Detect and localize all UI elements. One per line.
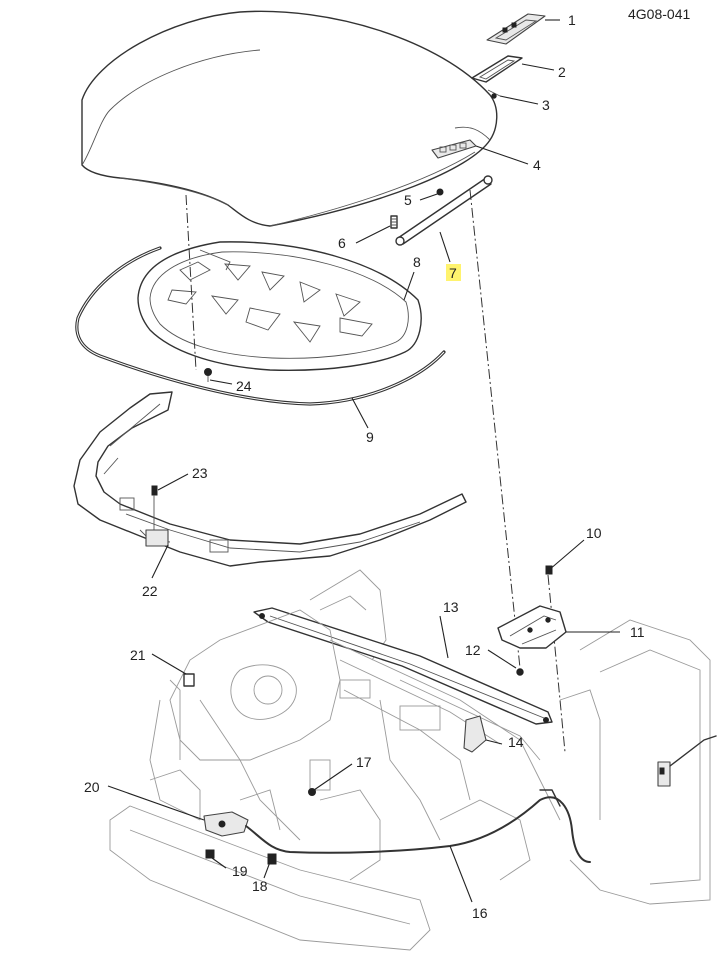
hood-panel [81, 10, 498, 227]
callout-11: 11 [630, 624, 645, 640]
callout-8: 8 [413, 254, 421, 270]
latch-bracket-14 [463, 715, 487, 753]
leader-lines [107, 19, 620, 903]
callout-12: 12 [465, 642, 481, 658]
hood-insulator [137, 241, 422, 371]
callout-23: 23 [192, 465, 208, 481]
callout-20: 20 [84, 779, 100, 795]
callout-1: 1 [568, 12, 576, 28]
callout-16: 16 [472, 905, 488, 921]
release-handle [657, 735, 717, 787]
callout-3: 3 [542, 97, 550, 113]
cable-clip-18 [267, 853, 277, 865]
alignment-lines [185, 189, 566, 753]
hinge-nut-12 [516, 668, 524, 676]
upper-radiator-support-cover [73, 391, 467, 567]
callout-24: 24 [236, 378, 252, 394]
callout-19: 19 [232, 863, 248, 879]
cable-clip-17 [308, 788, 316, 796]
diagram-id-label: 4G08-041 [628, 6, 690, 22]
hood-hinge [497, 605, 567, 649]
callout-6: 6 [338, 235, 346, 251]
callout-9: 9 [366, 429, 374, 445]
callout-10: 10 [586, 525, 602, 541]
callout-2: 2 [558, 64, 566, 80]
callout-4: 4 [533, 157, 541, 173]
callout-21: 21 [130, 647, 146, 663]
strut-bolt-6 [390, 215, 398, 229]
callout-5: 5 [404, 192, 412, 208]
vehicle-front-structure [109, 569, 711, 951]
hood-ornament-gasket-2 [471, 55, 523, 83]
bolt-21 [183, 673, 195, 687]
callout-7-highlight [446, 264, 461, 281]
callout-22: 22 [142, 583, 158, 599]
insulator-retainer-24 [204, 368, 212, 382]
callout-17: 17 [356, 754, 372, 770]
hood-ornament-1 [486, 13, 546, 45]
callout-7: 7 [449, 265, 457, 281]
callout-13: 13 [443, 599, 459, 615]
hood-latch [203, 811, 249, 837]
callout-labels: 1 2 3 4 5 6 7 8 9 10 11 12 13 14 16 17 1… [84, 12, 645, 921]
ornament-nut-3 [487, 89, 501, 99]
hood-release-cable [245, 789, 591, 863]
hood-strut [395, 175, 493, 246]
callout-18: 18 [252, 878, 268, 894]
latch-bolt-19 [205, 849, 215, 859]
callout-14: 14 [508, 734, 524, 750]
cover-fastener-23 [151, 485, 158, 530]
hood-weatherstrip [75, 246, 446, 406]
